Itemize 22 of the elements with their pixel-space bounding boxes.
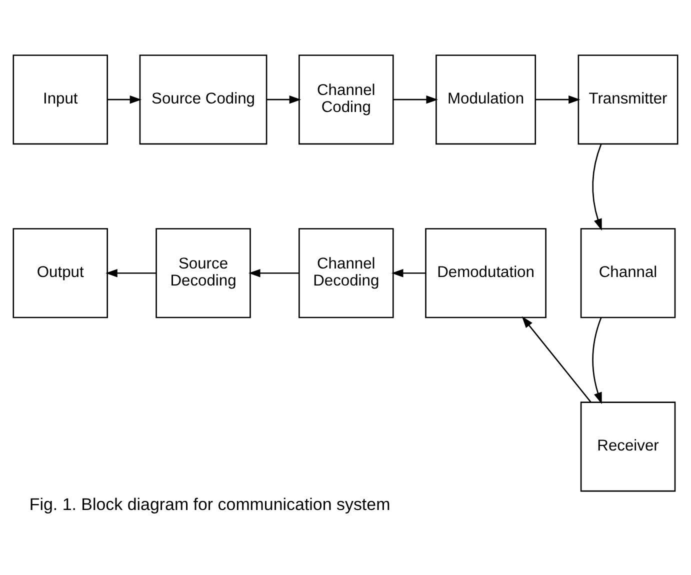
arrow — [522, 316, 592, 403]
arrow — [248, 269, 299, 278]
arrow — [592, 317, 602, 404]
node-box: Source Coding — [139, 54, 268, 145]
node-box: Source Decoding — [156, 228, 251, 318]
node-box: Output — [12, 228, 108, 318]
arrow — [536, 95, 580, 104]
caption: Fig. 1. Block diagram for communication system — [29, 494, 390, 514]
node-box: Input — [12, 54, 108, 145]
arrow — [108, 95, 142, 104]
node-box: Demodutation — [425, 228, 546, 318]
arrow — [266, 95, 302, 104]
node-box: Transmitter — [578, 54, 678, 145]
node-box: Modulation — [436, 54, 536, 145]
node-box: Receiver — [580, 402, 676, 492]
arrow — [392, 269, 426, 278]
arrow — [393, 95, 438, 104]
node-box: Channel Decoding — [298, 228, 394, 318]
arrow — [106, 269, 156, 278]
node-box: Channel Coding — [298, 54, 394, 145]
node-box: Channal — [580, 228, 676, 318]
arrow — [592, 144, 602, 231]
